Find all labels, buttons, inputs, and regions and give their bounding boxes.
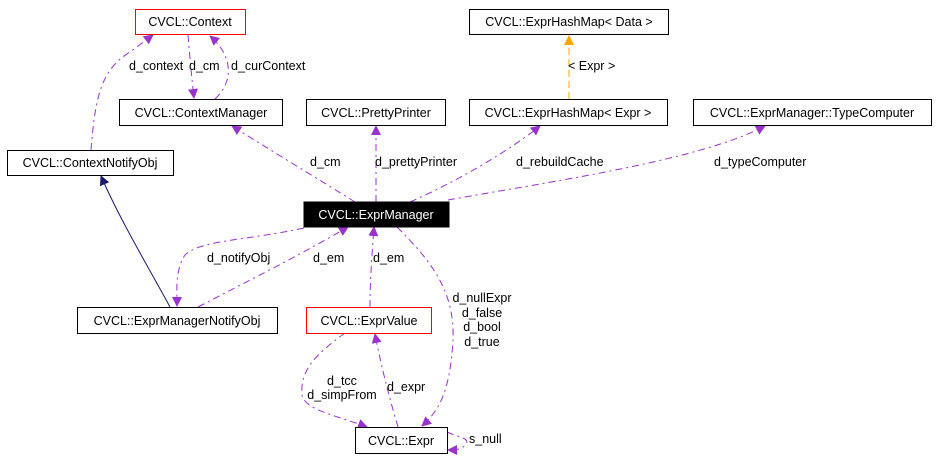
label-d-prettyPrinter: d_prettyPrinter	[375, 155, 457, 169]
edge-d-cm-top	[187, 34, 198, 99]
edge-d-em-left	[197, 226, 349, 308]
node-label: CVCL::Context	[148, 15, 232, 29]
edge-d-tcc	[301, 332, 368, 429]
label-d-cm: d_cm	[310, 155, 341, 169]
node-label: CVCL::ExprManager::TypeComputer	[710, 106, 914, 120]
label-d-curContext: d_curContext	[231, 59, 306, 73]
node-context[interactable]: CVCL::Context	[135, 9, 246, 35]
node-context-notify-obj[interactable]: CVCL::ContextNotifyObj	[7, 150, 174, 176]
edge-d-curContext	[209, 35, 229, 100]
edge-inheritance	[99, 175, 171, 308]
node-context-manager[interactable]: CVCL::ContextManager	[119, 99, 283, 126]
label-d-typeComputer: d_typeComputer	[714, 155, 806, 169]
label-d-true: d_true	[464, 335, 499, 349]
label-d-expr: d_expr	[387, 380, 425, 394]
label-d-cm-top: d_cm	[189, 59, 220, 73]
edge-expr-members	[396, 226, 454, 427]
edges	[90, 34, 766, 455]
node-label: CVCL::ExprManagerNotifyObj	[94, 314, 261, 328]
node-label: CVCL::ExprValue	[320, 314, 417, 328]
node-expr-manager-notify-obj[interactable]: CVCL::ExprManagerNotifyObj	[77, 307, 278, 334]
label-d-notifyObj: d_notifyObj	[207, 251, 270, 265]
node-type-computer[interactable]: CVCL::ExprManager::TypeComputer	[693, 99, 932, 126]
edge-d-typeComputer	[447, 125, 766, 201]
label-d-tcc: d_tcc	[327, 374, 357, 388]
edge-d-em-mid	[368, 226, 379, 308]
node-exprhashmap-expr[interactable]: CVCL::ExprHashMap< Expr >	[469, 99, 668, 126]
edge-d-cm	[231, 125, 356, 203]
node-label: CVCL::ExprHashMap< Data >	[485, 15, 652, 29]
edge-d-rebuildCache	[409, 125, 541, 203]
node-label: CVCL::ContextManager	[135, 106, 268, 120]
label-d-em-mid: d_em	[373, 251, 404, 265]
node-label: CVCL::ExprManager	[318, 208, 433, 222]
label-d-em-left: d_em	[313, 251, 344, 265]
label-s-null: s_null	[469, 432, 502, 446]
label-d-simpFrom: d_simpFrom	[307, 388, 376, 402]
label-d-rebuildCache: d_rebuildCache	[516, 155, 604, 169]
node-pretty-printer[interactable]: CVCL::PrettyPrinter	[306, 99, 446, 126]
node-label: CVCL::Expr	[368, 434, 434, 448]
node-expr-value[interactable]: CVCL::ExprValue	[306, 307, 432, 334]
edge-d-notifyObj	[171, 227, 305, 307]
label-d-bool: d_bool	[463, 320, 501, 334]
edge-s-null	[446, 431, 468, 455]
label-d-false: d_false	[462, 306, 502, 320]
node-expr[interactable]: CVCL::Expr	[355, 427, 448, 454]
node-label: CVCL::PrettyPrinter	[321, 106, 431, 120]
node-label: CVCL::ContextNotifyObj	[23, 156, 158, 170]
label-d-context: d_context	[129, 59, 184, 73]
node-expr-manager[interactable]: CVCL::ExprManager	[303, 201, 450, 228]
node-label: CVCL::ExprHashMap< Expr >	[485, 106, 652, 120]
edge-d-context	[90, 34, 154, 151]
node-exprhashmap-data[interactable]: CVCL::ExprHashMap< Data >	[469, 9, 669, 35]
label-template-expr: < Expr >	[568, 59, 615, 73]
edge-labels: d_context d_cm d_curContext < Expr > d_c…	[129, 59, 806, 446]
label-d-nullExpr: d_nullExpr	[452, 291, 511, 305]
edge-d-expr	[371, 333, 399, 428]
